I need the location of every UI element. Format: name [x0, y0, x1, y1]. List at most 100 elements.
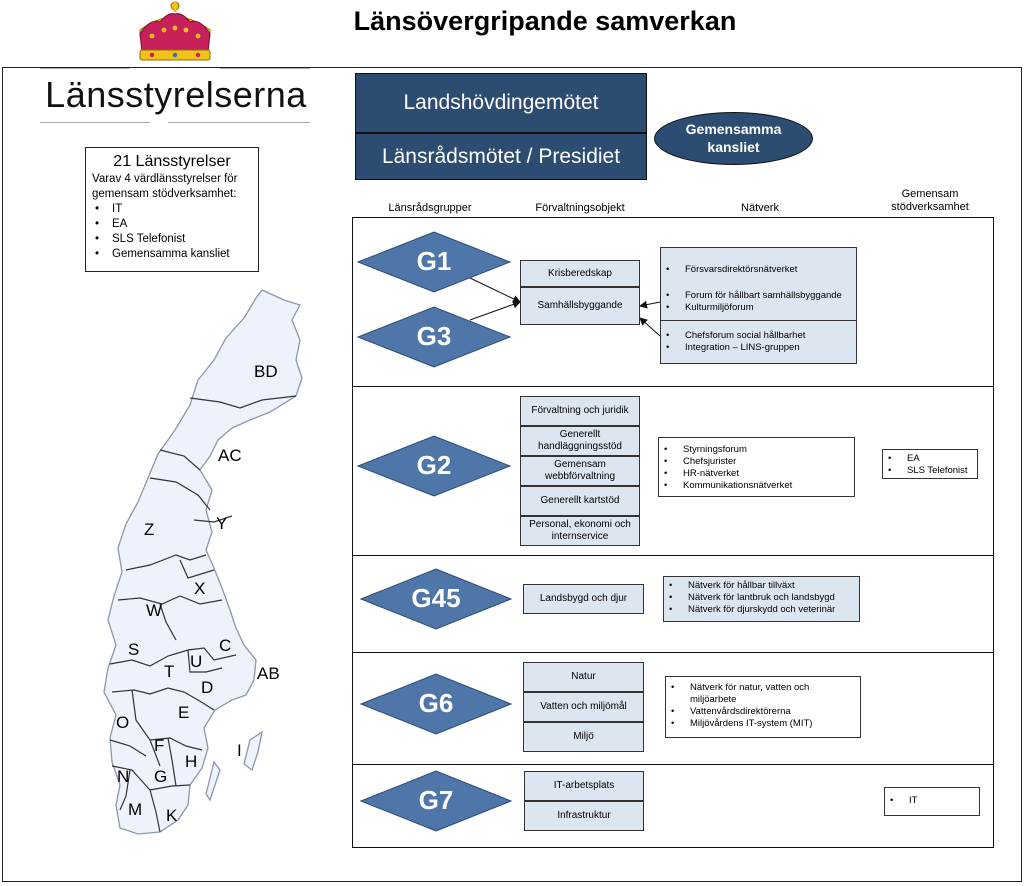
group-label-g3: G3: [416, 321, 452, 351]
diamond-g7: [359, 770, 513, 832]
list-item: Chefsjurister: [661, 456, 852, 468]
object-forvaltning-juridik: Förvaltning och juridik: [520, 396, 640, 426]
county-label-c: C: [219, 636, 232, 655]
list-item: Vattenvårdsdirektörerna: [668, 706, 858, 718]
list-item: IT: [92, 202, 252, 217]
list-item: HR-nätverket: [661, 468, 852, 480]
logo-rule-right: [220, 68, 310, 69]
county-label-ab: AB: [257, 664, 280, 683]
county-label-x: X: [194, 579, 206, 598]
gotland-island: [243, 730, 263, 772]
map-outline: [103, 289, 303, 835]
support-header-line-1: Gemensam: [901, 188, 959, 200]
crown-icon: [139, 1, 211, 61]
list-item: Kulturmiljöforum: [663, 302, 854, 314]
gemensamma-kansliet-ellipse: Gemensamma kansliet: [654, 112, 813, 165]
object-infrastruktur: Infrastruktur: [524, 801, 644, 831]
support-g2: EA SLS Telefonist: [882, 449, 978, 479]
list-item: EA: [885, 453, 975, 465]
list-item: SLS Telefonist: [885, 465, 975, 477]
group-label-g45: G45: [411, 583, 461, 613]
networks-g6: Nätverk för natur, vatten och miljöarbet…: [665, 676, 861, 738]
object-landsbygd-djur: Landsbygd och djur: [523, 584, 644, 614]
county-label-bd: BD: [254, 362, 278, 381]
county-label-w: W: [146, 601, 163, 620]
county-label-t: T: [164, 662, 175, 681]
list-item: Miljövårdens IT-system (MIT): [668, 718, 858, 730]
list-item: Nätverk för djurskydd och veterinär: [666, 604, 857, 616]
lansradsmotet-box: Länsrådsmötet / Presidiet: [355, 133, 647, 180]
diamond-g3: [356, 306, 512, 368]
info-box-description: Varav 4 värdlänsstyrelser för gemensam s…: [92, 173, 238, 200]
logo-rule-bottom-left: [40, 122, 150, 123]
object-krisberedskap: Krisberedskap: [520, 260, 640, 287]
county-label-n: N: [117, 767, 130, 786]
connector-network-chefsforum: [639, 317, 661, 337]
connector-g1: [469, 277, 521, 303]
list-item: Forum för hållbart samhällsbyggande: [663, 290, 854, 302]
list-item: Nätverk för lantbruk och landsbygd: [666, 592, 857, 604]
logo-rule-left: [40, 68, 130, 69]
support-header-line-2: stödverksamhet: [891, 201, 969, 213]
list-item: Integration – LINS-gruppen: [663, 342, 854, 354]
county-label-g: G: [154, 767, 168, 786]
object-samhallsbyggande: Samhällsbyggande: [520, 287, 640, 325]
landshovdingemotet-box: Landshövdingemötet: [355, 73, 647, 133]
page-title: Länsövergripande samverkan: [353, 6, 737, 36]
group-label-g1: G1: [416, 246, 452, 276]
diagram-frame: [2, 67, 1022, 882]
list-item: Kommunikationsnätverket: [661, 480, 852, 492]
list-item: IT: [887, 795, 977, 807]
connector-network-forum: [639, 300, 661, 309]
oland-island: [205, 760, 221, 802]
object-handlaggningsstod: Generellt handläggningsstöd: [520, 426, 640, 456]
list-item: SLS Telefonist: [92, 232, 252, 247]
county-label-h: H: [185, 752, 198, 771]
support-g7: IT: [884, 787, 980, 816]
object-natur: Natur: [523, 662, 644, 692]
object-vatten-miljomal: Vatten och miljömål: [523, 692, 644, 722]
diamond-g1: [356, 231, 512, 293]
connector-g3: [469, 300, 521, 321]
list-item: EA: [92, 217, 252, 232]
logo-wordmark: Länsstyrelserna: [45, 74, 307, 115]
networks-g2: Styrningsforum Chefsjurister HR-nätverke…: [658, 437, 855, 497]
county-label-e: E: [178, 703, 190, 722]
column-header-groups: Länsrådsgrupper: [388, 202, 472, 214]
county-label-m: M: [128, 800, 143, 819]
ellipse-line-2: kansliet: [707, 139, 760, 155]
column-header-support: Gemensam stödverksamhet: [870, 188, 990, 214]
county-label-ac: AC: [218, 446, 242, 465]
diamond-g2: [356, 435, 512, 497]
group-label-g7: G7: [418, 785, 454, 815]
group-label-g6: G6: [418, 688, 454, 718]
county-label-s: S: [128, 640, 140, 659]
object-personal-ekonomi: Personal, ekonomi och internservice: [520, 516, 640, 546]
object-kartstod: Generellt kartstöd: [520, 486, 640, 516]
networks-g1: Försvarsdirektörsnätverket Forum för hål…: [660, 247, 857, 321]
object-it-arbetsplats: IT-arbetsplats: [524, 771, 644, 801]
county-label-k: K: [166, 806, 178, 825]
object-webbforvaltning: Gemensam webbförvaltning: [520, 456, 640, 486]
county-label-i: I: [237, 741, 242, 760]
county-label-o: O: [116, 713, 130, 732]
county-label-d: D: [201, 678, 214, 697]
group-label-g2: G2: [416, 450, 452, 480]
object-miljo: Miljö: [523, 722, 644, 752]
list-item: Försvarsdirektörsnätverket: [663, 264, 854, 276]
county-label-f: F: [154, 736, 165, 755]
list-item: Gemensamma kansliet: [92, 247, 252, 262]
column-header-networks: Nätverk: [741, 202, 779, 214]
logo-rule-bottom-right: [168, 122, 310, 123]
diamond-g45: [359, 568, 513, 630]
info-box-list: IT EA SLS Telefonist Gemensamma kansliet: [92, 202, 252, 262]
list-item: Nätverk för hållbar tillväxt: [666, 580, 857, 592]
list-item: Chefsforum social hållbarhet: [663, 330, 854, 342]
networks-g3: Chefsforum social hållbarhet Integration…: [660, 320, 857, 364]
ellipse-line-1: Gemensamma: [685, 121, 782, 137]
county-label-u: U: [190, 652, 203, 671]
networks-g45: Nätverk för hållbar tillväxt Nätverk för…: [663, 576, 860, 622]
diamond-g6: [359, 673, 513, 735]
column-header-objects: Förvaltningsobjekt: [535, 202, 625, 214]
